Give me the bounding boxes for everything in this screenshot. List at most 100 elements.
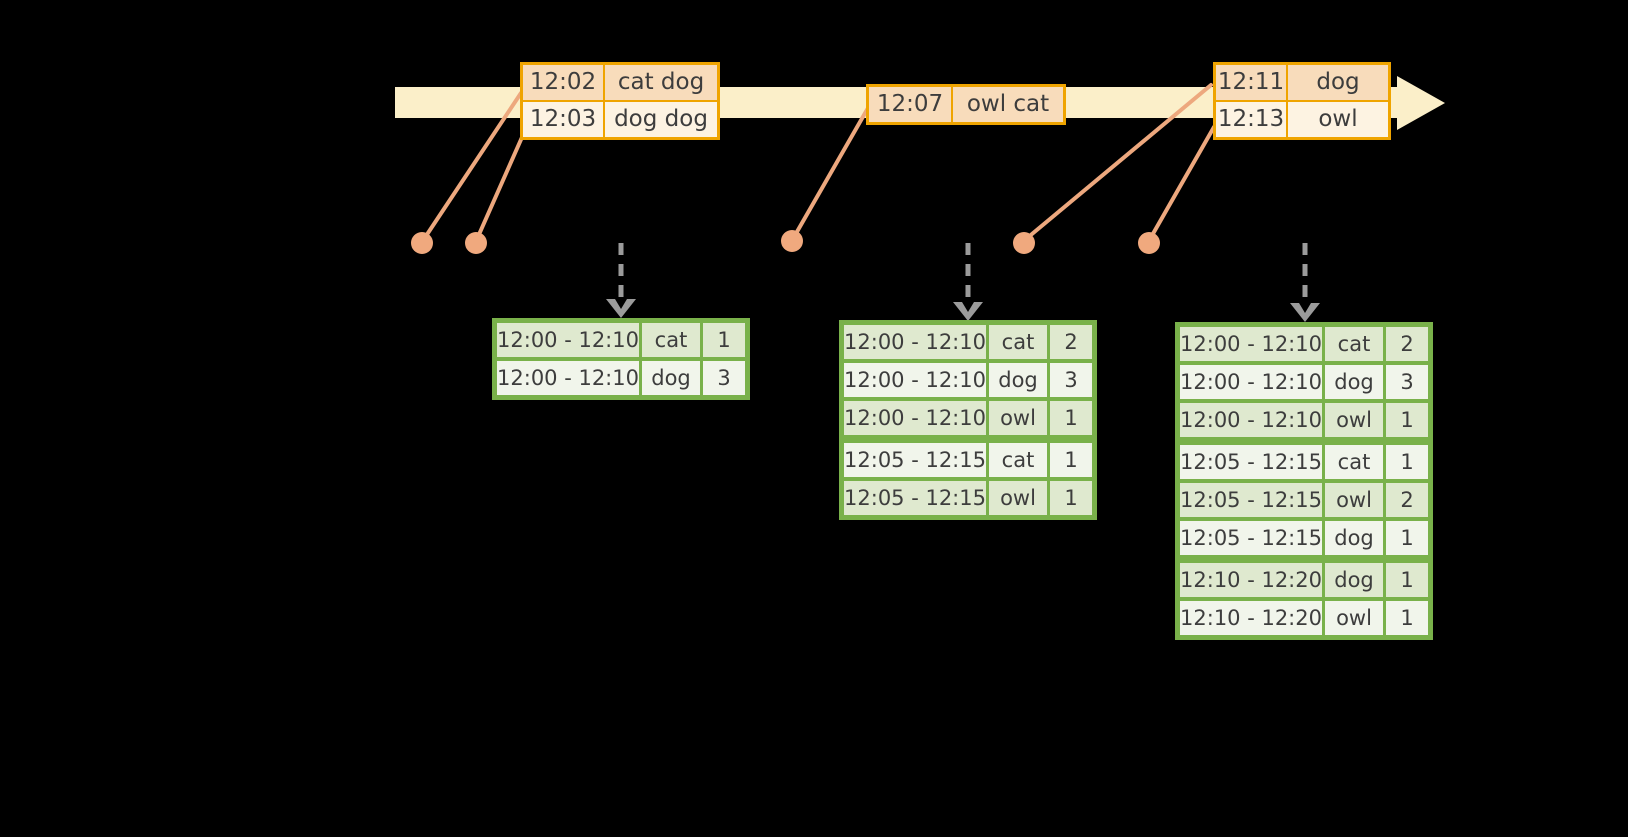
result-window-cell: 12:05 - 12:15 xyxy=(1180,483,1322,517)
connector-line-event-1203 xyxy=(475,133,525,241)
result-window-cell: 12:05 - 12:15 xyxy=(844,481,986,515)
trigger-arrowhead-icon-1 xyxy=(606,299,636,318)
result-count-cell: 1 xyxy=(1050,481,1092,515)
event-time-cell: 12:13 xyxy=(1216,102,1286,137)
event-words-cell: dog xyxy=(1288,65,1388,100)
result-word-cell: owl xyxy=(989,401,1047,435)
result-word-cell: cat xyxy=(989,325,1047,359)
result-count-cell: 1 xyxy=(1386,403,1428,437)
connector-line-event-1213 xyxy=(1148,125,1216,241)
result-word-cell: dog xyxy=(989,363,1047,397)
result-count-cell: 3 xyxy=(703,361,745,395)
timeline-arrowhead-icon xyxy=(1397,76,1445,130)
result-window-cell: 12:00 - 12:10 xyxy=(1180,403,1322,437)
result-count-cell: 1 xyxy=(1386,563,1428,597)
event-time-cell: 12:11 xyxy=(1216,65,1286,100)
result-count-cell: 2 xyxy=(1050,325,1092,359)
trigger-arrowhead-icon-2 xyxy=(953,302,983,321)
event-words-cell: cat dog xyxy=(605,65,717,100)
result-count-cell: 1 xyxy=(1386,521,1428,555)
result-count-cell: 1 xyxy=(1050,443,1092,477)
connector-line-event-1207 xyxy=(792,106,870,239)
event-time-cell: 12:07 xyxy=(869,87,951,122)
event-time-cell: 12:03 xyxy=(523,102,603,137)
result-window-cell: 12:00 - 12:10 xyxy=(844,363,986,397)
result-word-cell: dog xyxy=(1325,521,1383,555)
event-dot-1213 xyxy=(1138,232,1160,254)
trigger-arrow-stems xyxy=(618,243,1308,305)
result-count-cell: 1 xyxy=(1050,401,1092,435)
event-dot-1203 xyxy=(465,232,487,254)
result-word-cell: dog xyxy=(642,361,700,395)
event-dot-1211 xyxy=(1013,232,1035,254)
result-count-cell: 2 xyxy=(1386,327,1428,361)
result-word-cell: owl xyxy=(989,481,1047,515)
trigger-arrowhead-icon-3 xyxy=(1290,303,1320,322)
event-words-cell: dog dog xyxy=(605,102,717,137)
result-word-cell: owl xyxy=(1325,483,1383,517)
result-count-cell: 3 xyxy=(1050,363,1092,397)
result-word-cell: dog xyxy=(1325,365,1383,399)
result-count-cell: 1 xyxy=(1386,601,1428,635)
result-word-cell: cat xyxy=(642,323,700,357)
result-window-cell: 12:00 - 12:10 xyxy=(497,361,639,395)
event-dot-1207 xyxy=(781,230,803,252)
connector-line-event-1211 xyxy=(1024,83,1213,241)
result-window-cell: 12:00 - 12:10 xyxy=(844,401,986,435)
event-dot-1202 xyxy=(411,232,433,254)
connector-lines xyxy=(422,83,1216,241)
event-words-cell: owl cat xyxy=(953,87,1063,122)
result-word-cell: cat xyxy=(989,443,1047,477)
result-count-cell: 1 xyxy=(1386,445,1428,479)
result-word-cell: cat xyxy=(1325,445,1383,479)
result-window-cell: 12:00 - 12:10 xyxy=(1180,365,1322,399)
result-count-cell: 1 xyxy=(703,323,745,357)
result-word-cell: owl xyxy=(1325,601,1383,635)
event-time-cell: 12:02 xyxy=(523,65,603,100)
result-window-cell: 12:05 - 12:15 xyxy=(1180,521,1322,555)
result-window-cell: 12:05 - 12:15 xyxy=(1180,445,1322,479)
result-window-cell: 12:00 - 12:10 xyxy=(1180,327,1322,361)
result-count-cell: 2 xyxy=(1386,483,1428,517)
event-words-cell: owl xyxy=(1288,102,1388,137)
result-window-cell: 12:00 - 12:10 xyxy=(844,325,986,359)
trigger-arrow-heads xyxy=(606,299,1320,322)
result-word-cell: cat xyxy=(1325,327,1383,361)
event-dots xyxy=(411,230,1160,254)
result-window-cell: 12:10 - 12:20 xyxy=(1180,563,1322,597)
connector-line-event-1202 xyxy=(422,91,523,241)
result-word-cell: owl xyxy=(1325,403,1383,437)
result-word-cell: dog xyxy=(1325,563,1383,597)
result-window-cell: 12:10 - 12:20 xyxy=(1180,601,1322,635)
result-window-cell: 12:05 - 12:15 xyxy=(844,443,986,477)
result-window-cell: 12:00 - 12:10 xyxy=(497,323,639,357)
result-count-cell: 3 xyxy=(1386,365,1428,399)
